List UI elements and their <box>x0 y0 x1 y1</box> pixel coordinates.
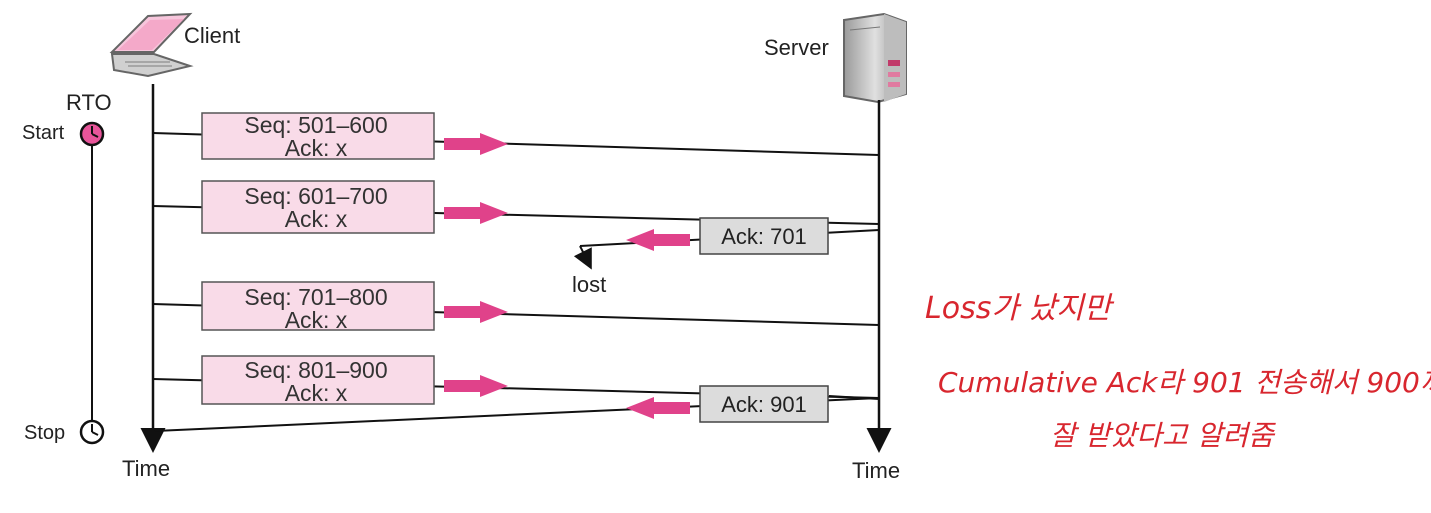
server-icon <box>843 12 907 104</box>
segment-seq: Seq: 701–800 <box>244 284 387 310</box>
client-label: Client <box>184 23 240 48</box>
clock-icon <box>79 121 105 147</box>
rto-stop-label: Stop <box>24 422 65 444</box>
arrow-icon <box>444 202 508 224</box>
arrow-icon <box>626 397 690 419</box>
ack-label: Ack: 901 <box>721 392 807 417</box>
ack-line-extra <box>828 395 880 400</box>
lost-label: lost <box>572 272 606 297</box>
segment-seq: Seq: 501–600 <box>244 112 387 138</box>
segment-ack: Ack: x <box>285 380 348 406</box>
rto-label: RTO <box>66 90 112 115</box>
handwritten-note-line3: 잘 받았다고 알려줌 <box>1050 419 1276 452</box>
arrow-icon <box>444 375 508 397</box>
segment-ack: Ack: x <box>285 135 348 161</box>
handwritten-note-line2: Cumulative Ack라 901 전송해서 900까지 <box>938 366 1431 399</box>
segment-seq: Seq: 601–700 <box>244 183 387 209</box>
arrow-icon <box>626 229 690 251</box>
lost-arrow <box>573 245 592 270</box>
arrow-icon <box>444 301 508 323</box>
segment-box <box>201 112 435 160</box>
time-label-left: Time <box>122 456 170 481</box>
ack-box <box>699 385 829 423</box>
ack-label: Ack: 701 <box>721 224 807 249</box>
segment-box <box>201 355 435 405</box>
server-label: Server <box>764 35 829 60</box>
rto-start-label: Start <box>22 122 65 144</box>
segment-box <box>201 180 435 234</box>
arrow-icon <box>444 133 508 155</box>
segment-seq: Seq: 801–900 <box>244 357 387 383</box>
segment-ack: Ack: x <box>285 307 348 333</box>
ack-box <box>699 217 829 255</box>
time-label-right: Time <box>852 458 900 483</box>
laptop-icon <box>109 12 194 78</box>
clock-icon <box>79 419 105 445</box>
segment-ack: Ack: x <box>285 206 348 232</box>
segment-box <box>201 281 435 331</box>
handwritten-note-line1: Loss가 났지만 <box>925 291 1115 326</box>
